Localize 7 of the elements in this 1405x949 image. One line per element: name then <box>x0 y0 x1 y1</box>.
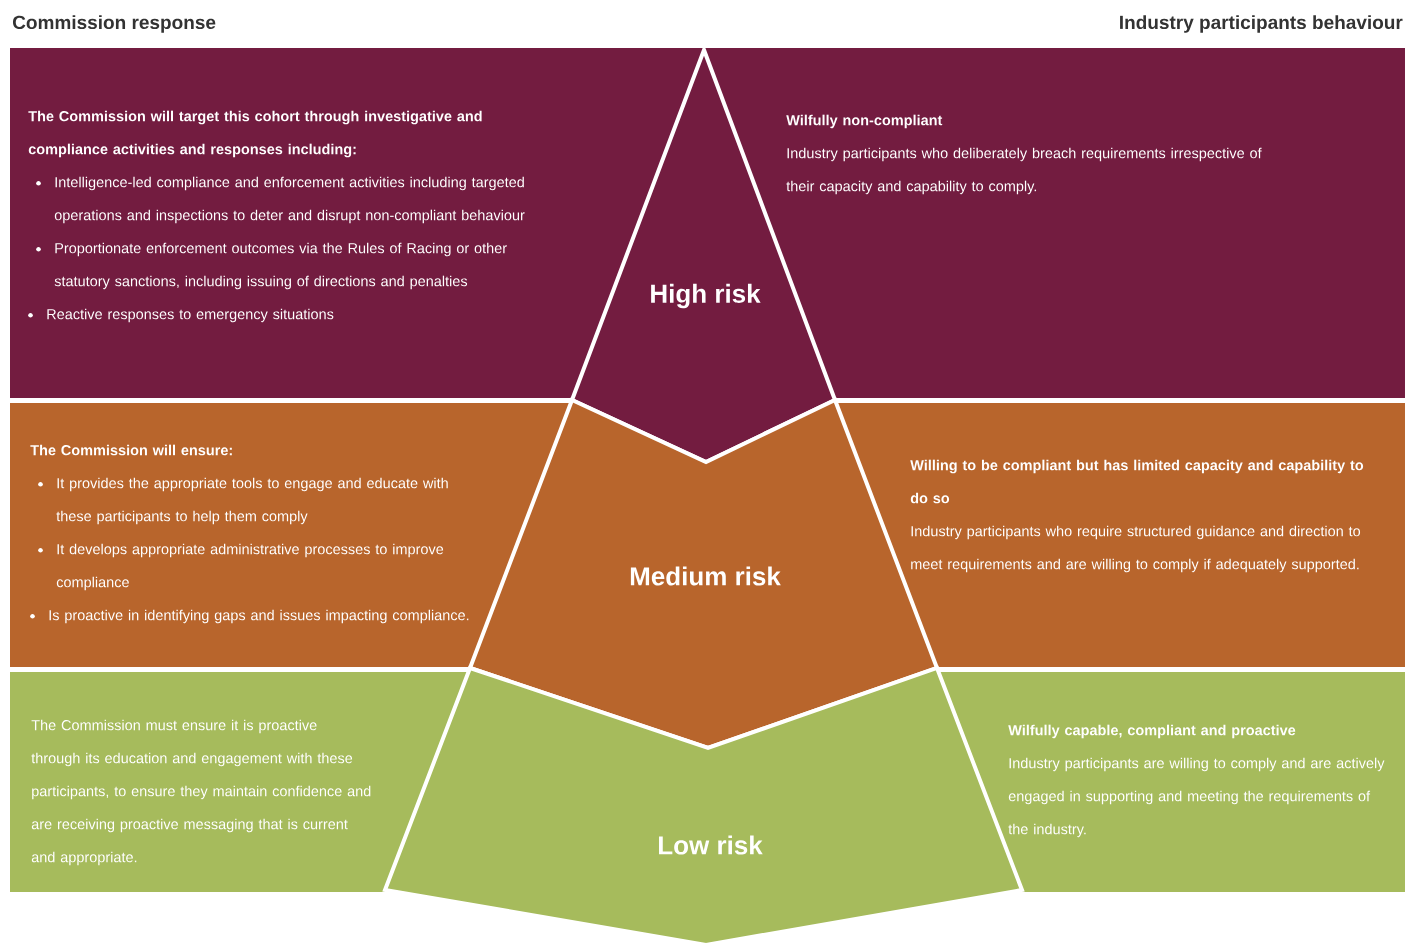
body-text: Industry participants who deliberately breach requirements irrespective of their capacity and capability to comply. <box>786 147 1262 195</box>
node-label: Low risk <box>659 835 763 855</box>
bullet-item: Proportionate enforcement outcomes via the Rules of Racing or other statutory sanctions, including issuing of directions and penalties <box>36 242 507 290</box>
bullet-item: Reactive responses to emergency situations <box>28 308 334 323</box>
heading: The Commission will target this cohort through investigative and compliance activities and responses including: <box>28 110 482 158</box>
heading: Wilfully non-compliant <box>786 114 943 129</box>
bullet-item: Intelligence-led compliance and enforcement activities including targeted operations and inspections to deter and disrupt non-compliant behaviour <box>36 176 525 224</box>
